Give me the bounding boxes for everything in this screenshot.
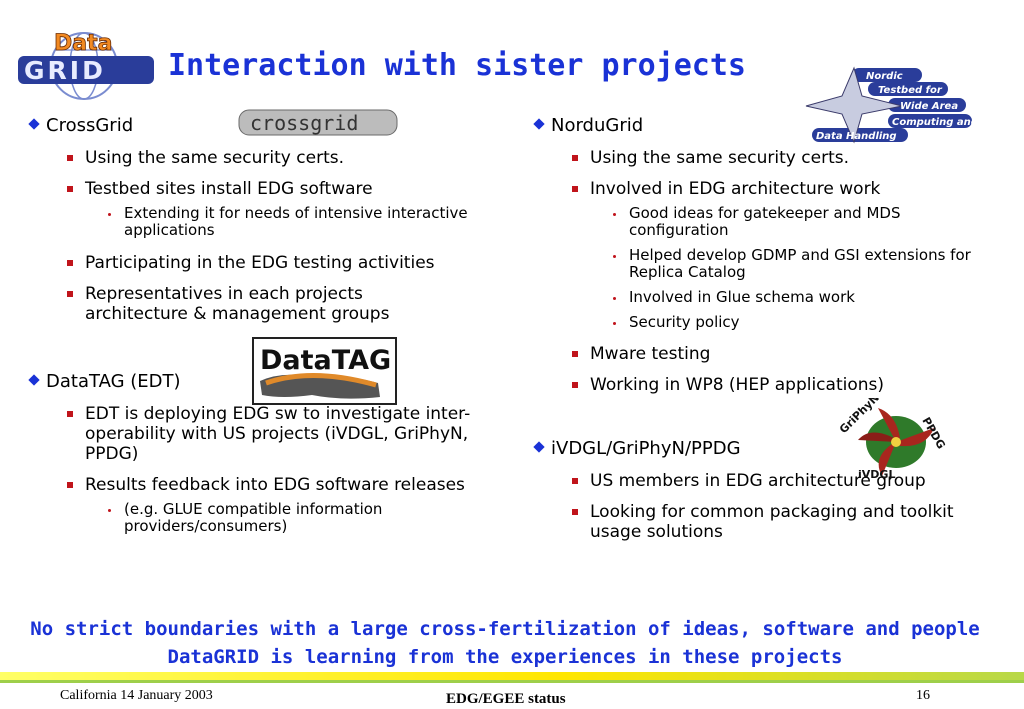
dot-bullet-icon xyxy=(108,509,111,512)
square-bullet-icon xyxy=(67,291,73,297)
sub-list-item: Involved in Glue schema work xyxy=(535,289,1005,306)
square-bullet-icon xyxy=(572,155,578,161)
list-item: Looking for common packaging and toolkit… xyxy=(535,502,1010,542)
crossgrid-heading: CrossGrid xyxy=(28,116,510,136)
sub-list-item: Extending it for needs of intensive inte… xyxy=(30,205,510,239)
crossgrid-logo: crossgrid xyxy=(238,109,398,136)
sub-list-item: Good ideas for gatekeeper and MDS config… xyxy=(535,205,969,239)
diamond-bullet-icon xyxy=(28,374,40,386)
list-item: US members in EDG architecture group xyxy=(535,471,1005,491)
svg-text:Computing and: Computing and xyxy=(892,117,972,128)
dot-bullet-icon xyxy=(108,213,111,216)
page-title: Interaction with sister projects xyxy=(168,48,746,83)
nordugrid-logo: Nordic Testbed for Wide Area Computing a… xyxy=(805,66,972,144)
svg-text:crossgrid: crossgrid xyxy=(250,111,358,135)
square-bullet-icon xyxy=(572,509,578,515)
svg-text:Wide Area: Wide Area xyxy=(900,101,958,112)
sub-list-item: Security policy xyxy=(535,314,1005,331)
datatag-heading: DataTAG (EDT) xyxy=(28,372,510,392)
list-item: Results feedback into EDG software relea… xyxy=(30,475,475,495)
dot-bullet-icon xyxy=(613,255,616,258)
list-item: EDT is deploying EDG sw to investigate i… xyxy=(30,404,475,464)
dot-bullet-icon xyxy=(613,322,616,325)
nordugrid-heading: NorduGrid xyxy=(533,116,1005,136)
square-bullet-icon xyxy=(67,186,73,192)
footer-center-title: EDG/EGEE status xyxy=(446,691,566,707)
list-item: Representatives in each projects archite… xyxy=(30,284,445,324)
footer-divider-line xyxy=(0,680,1024,683)
dot-bullet-icon xyxy=(613,297,616,300)
svg-text:iVDGL: iVDGL xyxy=(858,468,895,481)
datagrid-logo: Data GRID xyxy=(18,31,154,100)
dot-bullet-icon xyxy=(613,213,616,216)
sub-list-item: Helped develop GDMP and GSI extensions f… xyxy=(535,247,1009,281)
svg-text:Nordic: Nordic xyxy=(866,71,903,82)
svg-text:Data Handling: Data Handling xyxy=(816,131,897,142)
datagrid-logo-bottom: GRID xyxy=(24,56,106,85)
closing-statement: No strict boundaries with a large cross-… xyxy=(0,615,1010,671)
ivdgl-griphyn-ppdg-logo: GriPhyN PPDG iVDGL xyxy=(838,398,948,481)
square-bullet-icon xyxy=(67,482,73,488)
diamond-bullet-icon xyxy=(533,441,545,453)
svg-text:DataTAG: DataTAG xyxy=(260,345,391,376)
svg-text:Testbed for: Testbed for xyxy=(878,85,943,96)
list-item: Involved in EDG architecture work xyxy=(535,179,1005,199)
list-item: Participating in the EDG testing activit… xyxy=(30,253,510,273)
list-item: Working in WP8 (HEP applications) xyxy=(535,375,1005,395)
square-bullet-icon xyxy=(67,155,73,161)
square-bullet-icon xyxy=(67,411,73,417)
ivdgl-heading: iVDGL/GriPhyN/PPDG xyxy=(533,439,1005,459)
list-item: Testbed sites install EDG software xyxy=(30,179,510,199)
list-item: Using the same security certs. xyxy=(30,148,510,168)
diamond-bullet-icon xyxy=(28,118,40,130)
square-bullet-icon xyxy=(572,186,578,192)
datagrid-logo-top: Data xyxy=(54,31,112,56)
closing-line-2: DataGRID is learning from the experience… xyxy=(167,646,843,668)
footer-divider-bar xyxy=(0,672,1024,680)
footer-location-date: California 14 January 2003 xyxy=(60,688,213,703)
diamond-bullet-icon xyxy=(533,118,545,130)
square-bullet-icon xyxy=(67,260,73,266)
list-item: Using the same security certs. xyxy=(535,148,1005,168)
square-bullet-icon xyxy=(572,351,578,357)
square-bullet-icon xyxy=(572,478,578,484)
sub-list-item: (e.g. GLUE compatible information provid… xyxy=(30,501,424,535)
square-bullet-icon xyxy=(572,382,578,388)
page-number: 16 xyxy=(916,688,930,703)
closing-line-1: No strict boundaries with a large cross-… xyxy=(30,618,980,640)
list-item: Mware testing xyxy=(535,344,1005,364)
datatag-logo: DataTAG xyxy=(252,337,397,405)
